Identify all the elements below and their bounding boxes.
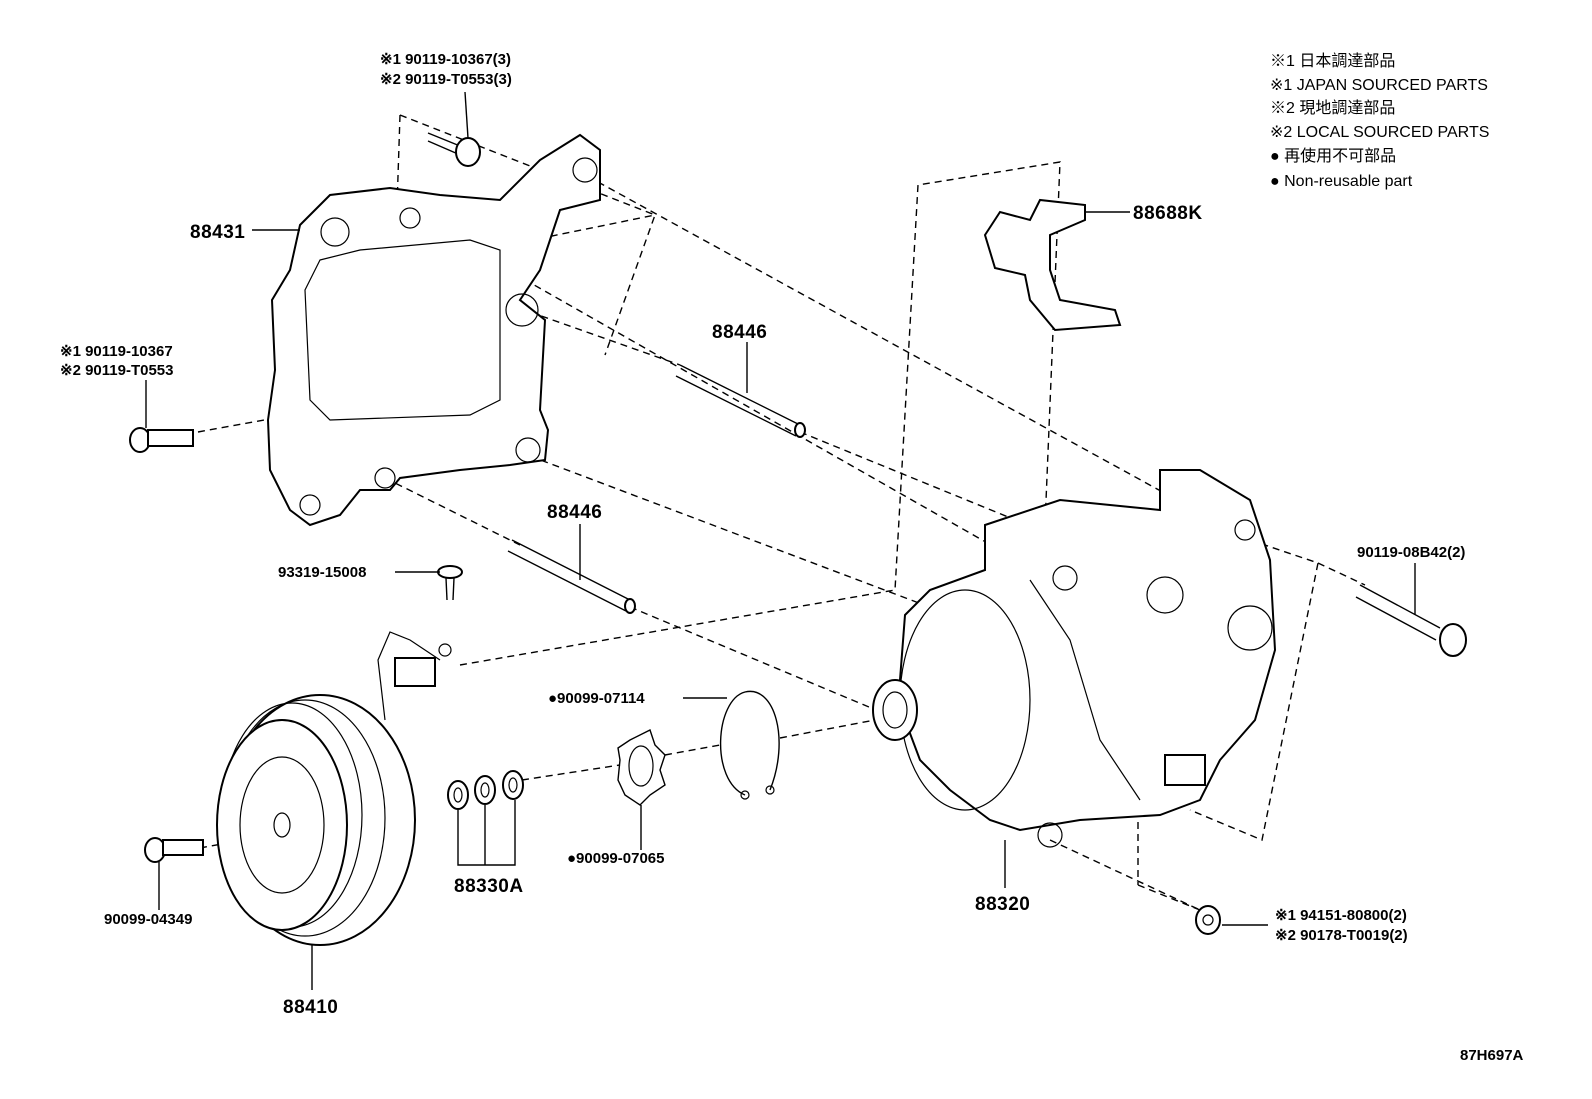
pulley-icon (216, 694, 416, 946)
legend-line-1: ※1 日本調達部品 (1270, 52, 1395, 70)
snap-ring-icon (719, 690, 780, 800)
assembly-lines (197, 114, 1366, 911)
legend-line-4: ※2 LOCAL SOURCED PARTS (1270, 124, 1489, 141)
nut-icon (1195, 905, 1221, 935)
shims-icon (447, 770, 524, 810)
legend: ※1 日本調達部品 ※1 JAPAN SOURCED PARTS ※2 現地調達… (1270, 52, 1489, 190)
label-stud-upper: 88446 (712, 322, 767, 343)
label-nut-2: ※2 90178-T0019(2) (1275, 927, 1408, 944)
bolt-left-icon (129, 427, 194, 453)
label-bolt-left-1: ※1 90119-10367 (60, 343, 173, 360)
label-screw: 93319-15008 (278, 564, 366, 581)
stud-lower-icon (507, 539, 636, 614)
label-wire-bracket: 88688K (1133, 203, 1203, 224)
label-compressor: 88320 (975, 894, 1030, 915)
label-shims: 88330A (454, 876, 524, 897)
label-snap-ring: ●90099-07114 (548, 690, 645, 707)
stud-upper-icon (675, 364, 806, 438)
label-bolt-top-2: ※2 90119-T0553(3) (380, 71, 512, 88)
wire-connector-icon (377, 631, 452, 721)
label-bracket: 88431 (190, 222, 245, 243)
label-bolt-left-2: ※2 90119-T0553 (60, 362, 174, 379)
figure-code: 87H697A (1460, 1047, 1524, 1064)
legend-line-5: ● 再使用不可部品 (1270, 147, 1396, 165)
label-stud-lower: 88446 (547, 502, 602, 523)
compressor-icon (872, 469, 1277, 848)
label-pulley: 88410 (283, 997, 338, 1018)
label-nut-1: ※1 94151-80800(2) (1275, 907, 1407, 924)
clutch-bolt-icon (144, 837, 204, 863)
legend-line-6: ● Non-reusable part (1270, 173, 1413, 190)
bolt-top-icon (427, 132, 481, 167)
screw-icon (437, 565, 463, 601)
legend-line-2: ※1 JAPAN SOURCED PARTS (1270, 77, 1488, 94)
label-clutch-bolt: 90099-04349 (104, 911, 192, 928)
washer-icon (617, 729, 666, 806)
label-bolt-top-1: ※1 90119-10367(3) (380, 51, 511, 68)
callout-labels: ※1 90119-10367(3) ※2 90119-T0553(3) 8843… (60, 51, 1524, 1064)
wire-bracket-icon (983, 198, 1122, 332)
bolt-right-icon (1355, 584, 1467, 657)
mounting-bracket-icon (266, 133, 601, 527)
label-bolt-right: 90119-08B42(2) (1357, 544, 1465, 561)
leader-lines (145, 91, 1416, 990)
legend-line-3: ※2 現地調達部品 (1270, 99, 1395, 117)
label-washer: ●90099-07065 (567, 850, 664, 867)
